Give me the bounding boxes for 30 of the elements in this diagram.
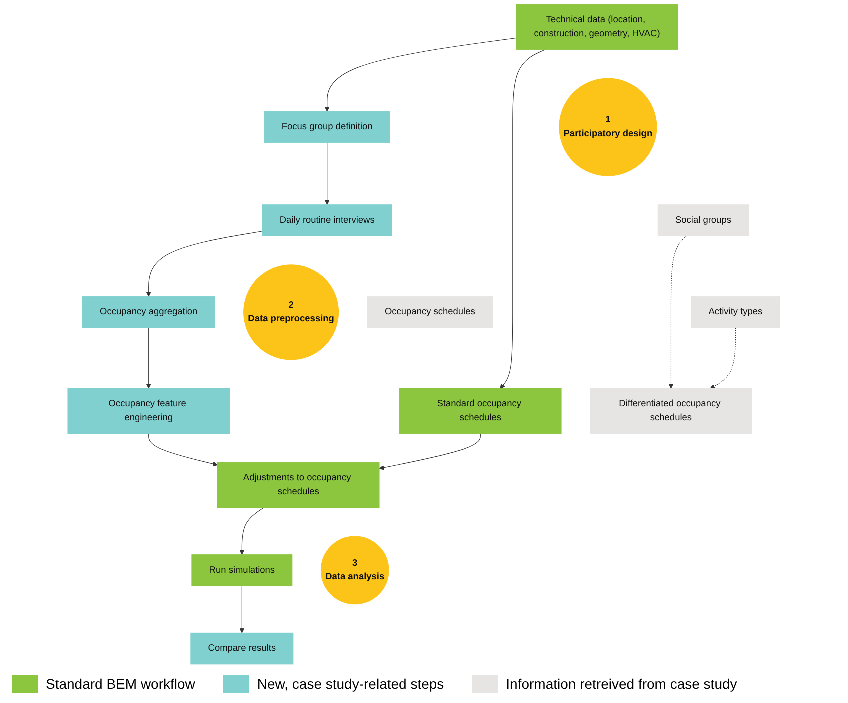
node-box: Standard occupancy schedules (400, 388, 562, 434)
legend-label: New, case study-related steps (257, 676, 444, 692)
node-box: Occupancy aggregation (82, 296, 216, 328)
node-box: Social groups (658, 204, 750, 236)
arrow (148, 434, 218, 467)
node-box: Occupancy feature engineering (68, 388, 230, 434)
arrow (324, 38, 517, 112)
legend-label: Standard BEM workflow (46, 676, 196, 692)
node-box: Technical data (location, construction, geometry, HVAC) (516, 4, 678, 50)
arrow (324, 142, 330, 206)
node-box: Differentiated occupancy schedules (590, 388, 752, 434)
legend-label: Information retreived from case study (506, 676, 738, 692)
node-box: Compare results (190, 632, 294, 665)
arrow (240, 586, 245, 634)
node-box: Activity types (691, 296, 780, 328)
arrow (500, 49, 546, 389)
node-circle: 1 Participatory design (559, 78, 658, 176)
node-box: Daily routine interviews (262, 204, 392, 236)
arrow (146, 328, 152, 389)
arrow (240, 507, 265, 556)
node-box: Focus group definition (264, 111, 390, 144)
node-box: Occupancy schedules (367, 296, 493, 328)
arrow (668, 236, 688, 389)
arrow (710, 328, 736, 389)
arrow (146, 231, 263, 298)
node-circle: 2 Data preprocessing (244, 264, 340, 360)
node-box: Run simulations (192, 554, 293, 586)
arrow (379, 434, 481, 470)
node-box: Adjustments to occupancy schedules (218, 462, 380, 508)
node-circle: 3 Data analysis (320, 536, 390, 605)
